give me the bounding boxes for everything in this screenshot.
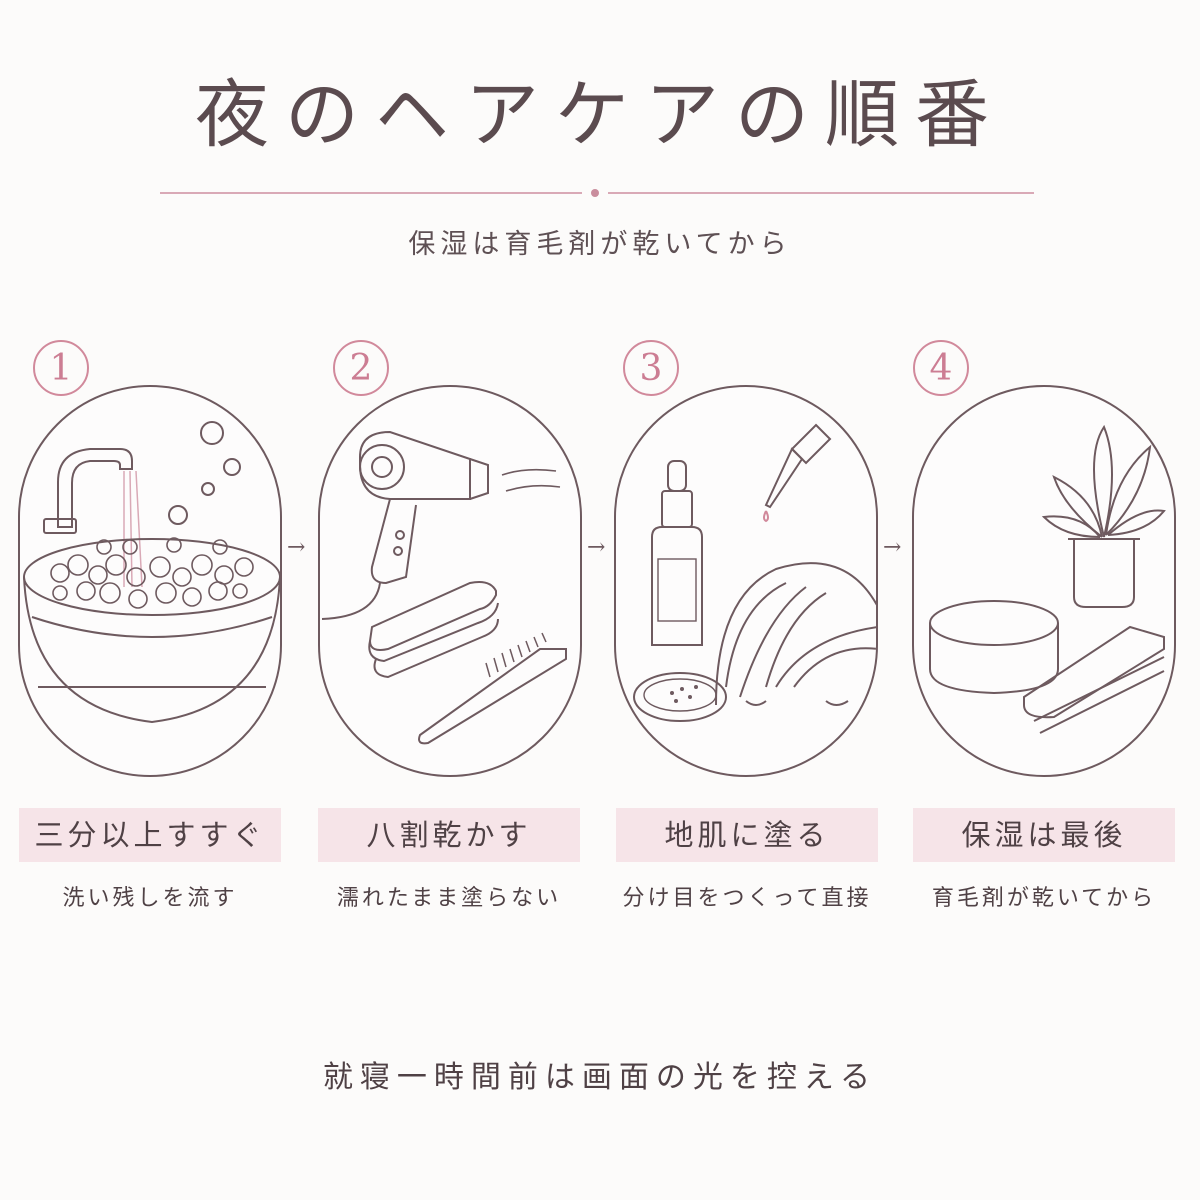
step-3-illustration — [614, 385, 878, 777]
step-1-label: 三分以上すすぐ — [19, 808, 281, 862]
serum-bottle-icon — [633, 423, 876, 722]
step-4-label: 保湿は最後 — [913, 808, 1175, 862]
step-4-illustration — [912, 385, 1176, 777]
footer-note: 就寝一時間前は画面の光を控える — [322, 1060, 878, 1095]
step-2-label: 八割乾かす — [318, 808, 580, 862]
subtitle: 保湿は育毛剤が乾いてから — [408, 229, 792, 260]
arrow-2-3: → — [587, 535, 606, 560]
step-4-number: 4 — [913, 340, 969, 396]
step-2-note: 濡れたまま塗らない — [336, 886, 562, 911]
step-3-note: 分け目をつくって直接 — [622, 886, 872, 911]
arrow-1-2: → — [287, 535, 306, 560]
cream-jar-icon — [929, 424, 1166, 734]
page-title: 夜のヘアケアの順番 — [195, 72, 1005, 158]
step-1-illustration — [18, 385, 282, 777]
hair-dryer-icon — [321, 430, 567, 745]
step-1-note: 洗い残しを流す — [62, 886, 238, 911]
step-1-number: 1 — [33, 340, 89, 396]
title-divider — [160, 189, 1034, 197]
step-3-number: 3 — [623, 340, 679, 396]
divider-dot — [591, 189, 599, 197]
step-4-note: 育毛剤が乾いてから — [931, 886, 1157, 911]
step-3-label: 地肌に塗る — [616, 808, 878, 862]
step-2-number: 2 — [333, 340, 389, 396]
step-2-illustration — [318, 385, 582, 777]
arrow-3-4: → — [883, 535, 902, 560]
faucet-basin-icon — [23, 421, 280, 724]
